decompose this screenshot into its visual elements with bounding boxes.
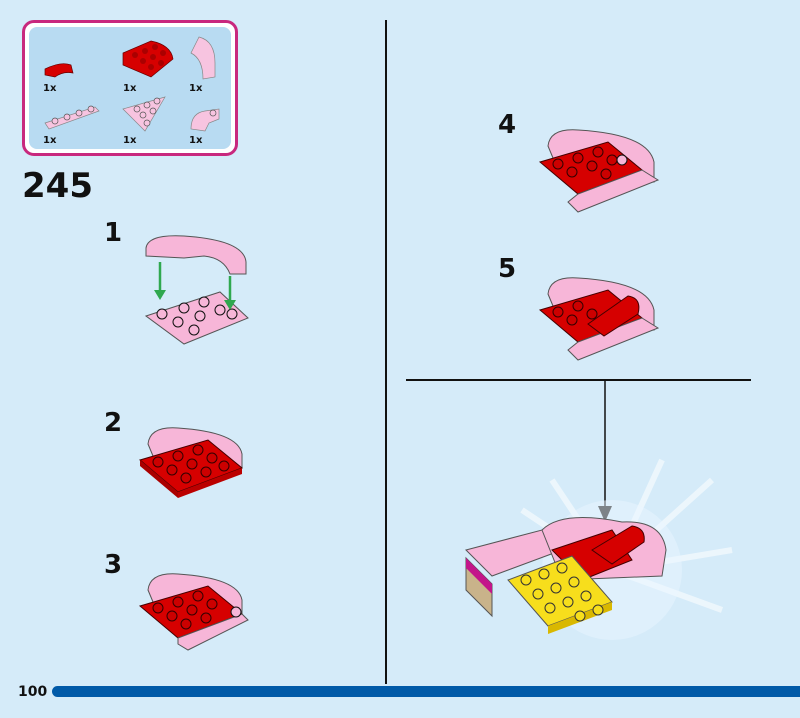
pink-wedge-plate-part [122, 96, 166, 132]
part-qty: 1x [189, 135, 203, 146]
horizontal-divider [406, 379, 751, 381]
pink-curved-panel-part [190, 36, 216, 80]
step-5-illustration [538, 277, 660, 361]
step-2-illustration [138, 427, 243, 498]
vertical-divider [385, 20, 387, 684]
step-3-illustration [138, 573, 249, 651]
pink-curved-slope-part [190, 108, 220, 132]
pink-plate-1x4-part [44, 105, 100, 130]
step-number: 5 [498, 254, 517, 284]
step-1-illustration [144, 235, 249, 345]
step-number: 2 [104, 408, 123, 438]
part-qty: 1x [123, 135, 137, 146]
part-qty: 1x [43, 135, 57, 146]
step-4-illustration [538, 129, 660, 213]
final-model-illustration [465, 380, 733, 640]
red-corner-plate-part [122, 40, 174, 78]
parts-list-box: 1x 1x 1x 1x 1x 1x [22, 20, 238, 156]
arrow-icon [158, 262, 232, 304]
red-curved-slope-part [44, 63, 74, 78]
step-number: 1 [104, 218, 123, 248]
set-step-number: 245 [22, 166, 93, 206]
page-footer-bar [52, 686, 800, 697]
part-qty: 1x [189, 83, 203, 94]
page-number: 100 [18, 684, 48, 700]
part-qty: 1x [43, 83, 57, 94]
step-number: 4 [498, 110, 517, 140]
step-number: 3 [104, 550, 123, 580]
part-qty: 1x [123, 83, 137, 94]
